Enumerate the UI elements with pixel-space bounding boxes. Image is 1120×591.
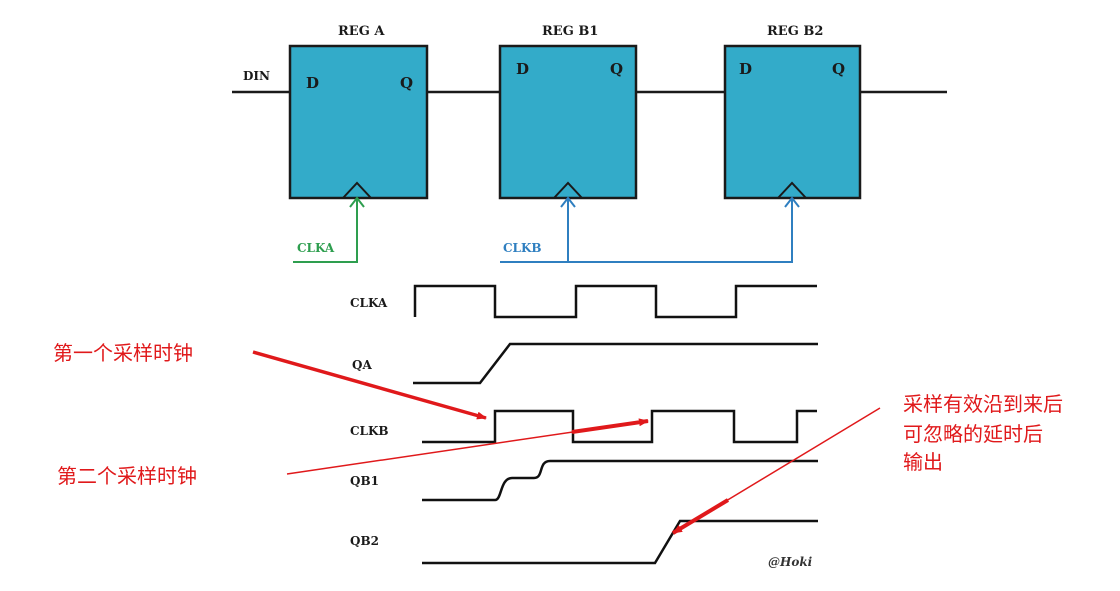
register-b1: REG B1 D Q — [498, 24, 638, 200]
wave-clkb — [422, 409, 817, 444]
wave-label-clka: CLKA — [350, 296, 388, 310]
register-a-title: REG A — [338, 24, 385, 39]
din-label: DIN — [243, 69, 270, 83]
register-a-d-pin: D — [306, 74, 319, 92]
register-b1-title: REG B1 — [542, 24, 598, 39]
wave-qb1 — [422, 459, 818, 502]
register-b2-q-pin: Q — [832, 60, 845, 78]
clkb-net: CLKB — [500, 196, 800, 263]
register-a-clock-pin-icon — [342, 181, 372, 199]
wave-label-clkb: CLKB — [350, 424, 389, 438]
arrow-first-sample — [252, 350, 487, 420]
wave-clka — [413, 284, 817, 319]
arrow-delay-note-head — [671, 498, 730, 535]
annotation-delay-line-1: 采样有效沿到来后 — [903, 392, 1063, 416]
wave-label-qb1: QB1 — [350, 474, 379, 488]
annotation-first-sample: 第一个采样时钟 — [53, 341, 193, 365]
arrow-second-sample-head — [571, 418, 649, 434]
register-b1-d-pin: D — [516, 60, 529, 78]
annotation-second-sample: 第二个采样时钟 — [57, 464, 197, 488]
clka-net: CLKA — [293, 196, 365, 263]
wave-label-qb2: QB2 — [350, 534, 379, 548]
clka-net-label: CLKA — [297, 241, 335, 255]
register-b1-clock-pin-icon — [553, 181, 583, 199]
clkb-net-label: CLKB — [503, 241, 542, 255]
register-b1-q-pin: Q — [610, 60, 623, 78]
annotation-delay-line-3: 输出 — [903, 450, 943, 474]
wave-label-qa: QA — [352, 358, 372, 372]
watermark: @Hoki — [768, 555, 813, 569]
register-a: REG A D Q — [288, 24, 429, 200]
annotation-delay-line-2: 可忽略的延时后 — [903, 422, 1043, 446]
register-b2: REG B2 D Q — [723, 24, 862, 200]
register-b2-clock-pin-icon — [777, 181, 807, 199]
clka-arrow-icon — [349, 196, 365, 208]
register-b2-d-pin: D — [739, 60, 752, 78]
register-a-q-pin: Q — [400, 74, 413, 92]
register-b2-title: REG B2 — [767, 24, 823, 39]
wave-qa — [413, 342, 818, 385]
clkb-b2-arrow-icon — [784, 196, 800, 208]
wave-qb2 — [422, 519, 818, 565]
clkb-b1-arrow-icon — [560, 196, 576, 208]
